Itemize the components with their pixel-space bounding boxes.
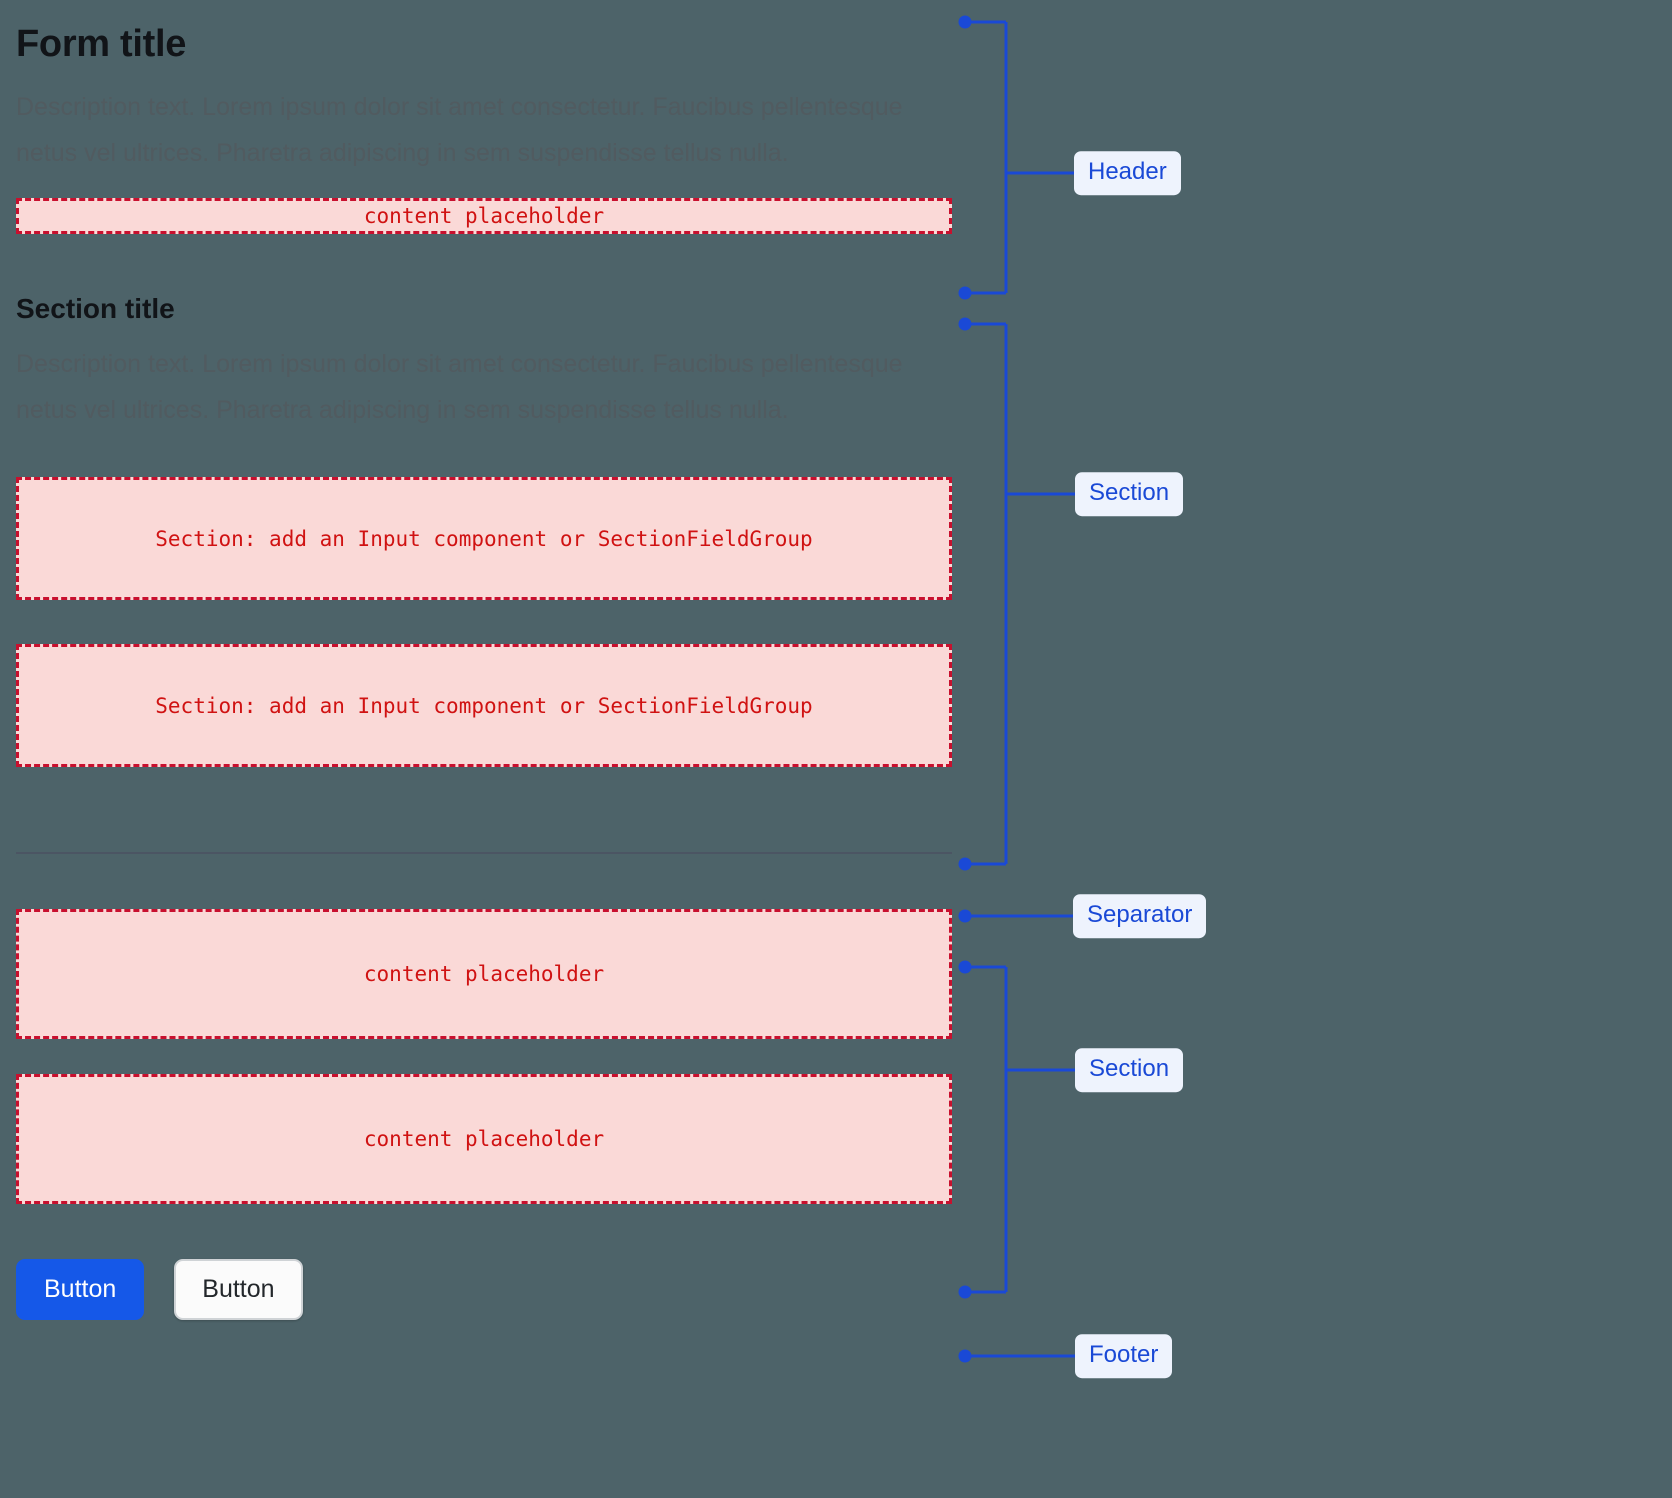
form-section: Section title Description text. Lorem ip… xyxy=(16,292,952,768)
form-description: Description text. Lorem ipsum dolor sit … xyxy=(16,92,903,167)
section-title: Section title xyxy=(16,292,175,324)
form-header: Form title Description text. Lorem ipsum… xyxy=(16,0,952,234)
section-description: Description text. Lorem ipsum dolor sit … xyxy=(16,350,903,425)
bracket-stem xyxy=(1006,492,1075,496)
bracket-arm xyxy=(965,20,1006,24)
lower-section-placeholder-1[interactable]: content placeholder xyxy=(16,909,952,1040)
page-title: Form title xyxy=(16,23,187,65)
annotation-label-footer[interactable]: Footer xyxy=(1075,1334,1173,1378)
bracket-arm xyxy=(965,322,1006,326)
bracket-arm xyxy=(965,965,1006,969)
section-field-placeholder-2[interactable]: Section: add an Input component or Secti… xyxy=(16,644,952,768)
bracket-spine xyxy=(1004,324,1008,864)
bracket-stem xyxy=(965,1354,1075,1358)
bracket-arm xyxy=(965,1290,1006,1294)
annotation-label-section-lower[interactable]: Section xyxy=(1075,1048,1184,1092)
bracket-arm xyxy=(965,291,1006,295)
form-footer: Button Button xyxy=(16,1259,952,1320)
separator xyxy=(16,852,952,855)
secondary-button[interactable]: Button xyxy=(174,1259,303,1320)
form-lower-section: content placeholder content placeholder xyxy=(16,909,952,1205)
bracket-stem xyxy=(1006,1068,1075,1072)
bracket-stem xyxy=(965,914,1073,918)
primary-button[interactable]: Button xyxy=(16,1259,145,1320)
bracket-arm xyxy=(965,862,1006,866)
bracket-spine xyxy=(1004,967,1008,1292)
bracket-stem xyxy=(1006,171,1074,175)
form-column: Form title Description text. Lorem ipsum… xyxy=(16,0,952,1320)
annotation-label-separator[interactable]: Separator xyxy=(1073,894,1207,938)
header-content-placeholder[interactable]: content placeholder xyxy=(16,197,952,234)
annotation-label-header[interactable]: Header xyxy=(1074,151,1181,195)
bracket-spine xyxy=(1004,22,1008,293)
lower-section-placeholder-2[interactable]: content placeholder xyxy=(16,1074,952,1205)
annotation-label-section-upper[interactable]: Section xyxy=(1075,472,1184,516)
section-field-placeholder-1[interactable]: Section: add an Input component or Secti… xyxy=(16,477,952,601)
